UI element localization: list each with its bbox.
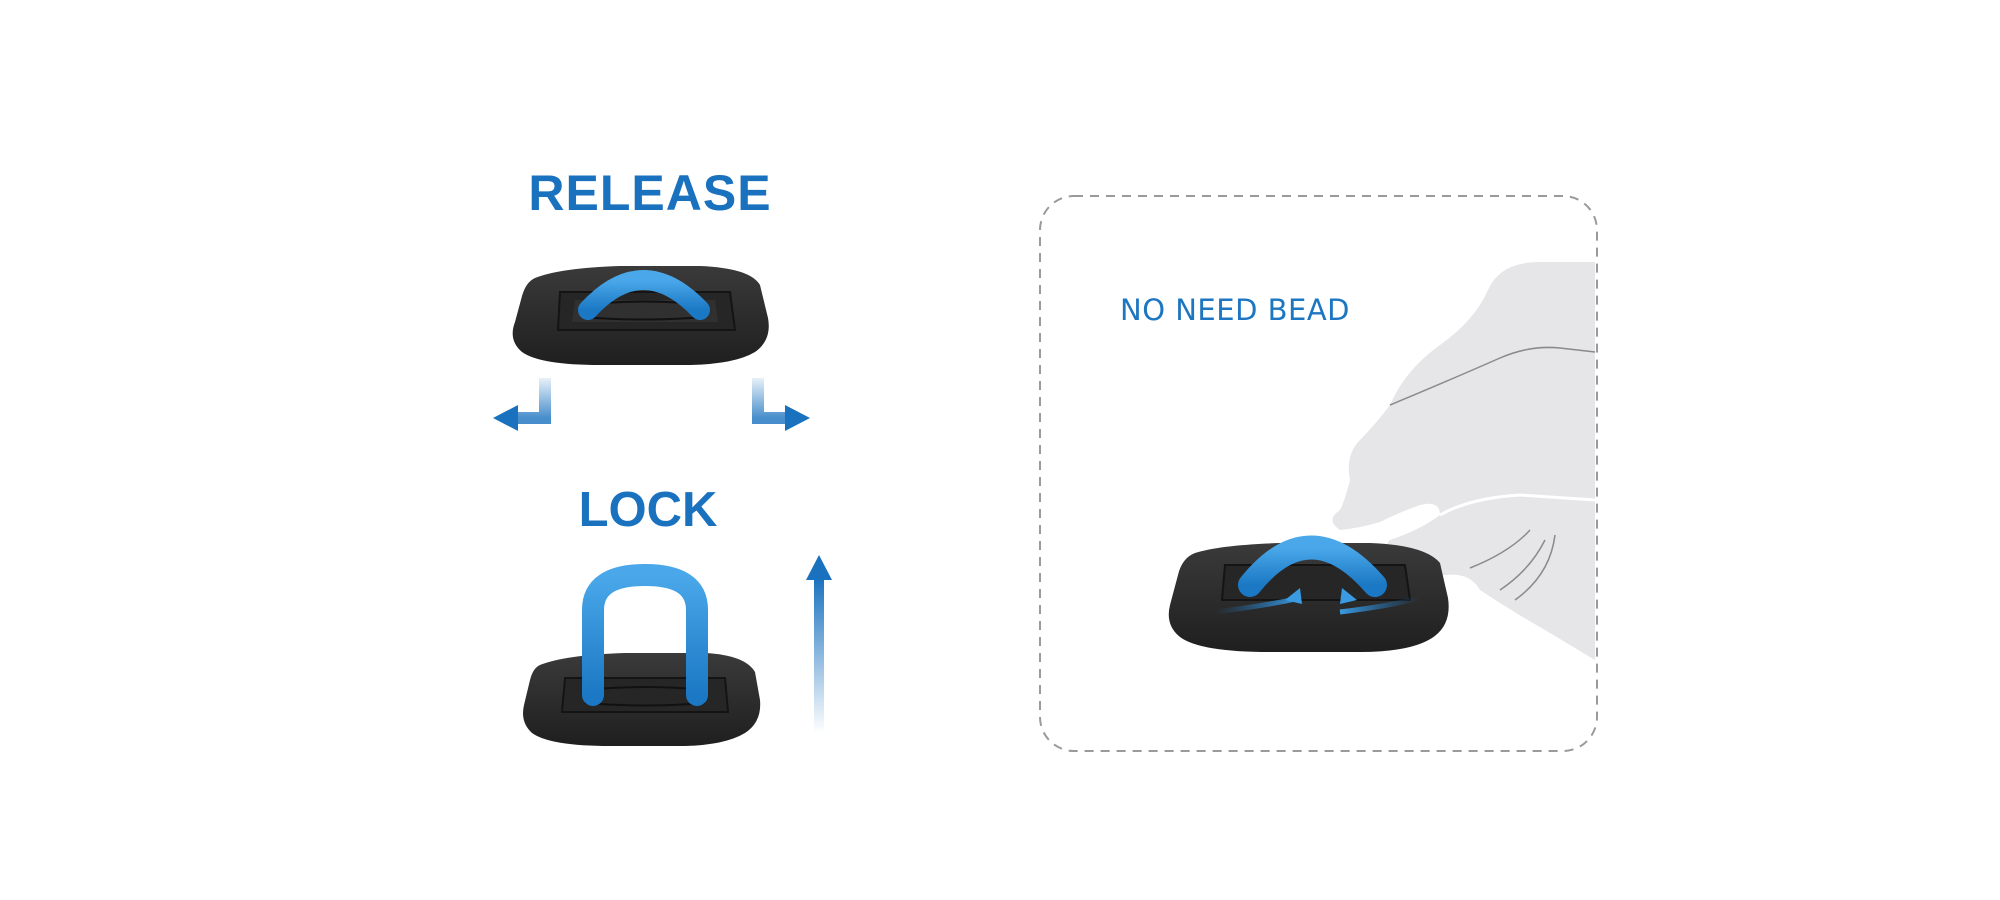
d-ring-base-locked-icon	[523, 563, 761, 746]
d-ring-base-pinch-icon	[1168, 535, 1449, 652]
no-need-bead-label: NO NEED BEAD	[1120, 293, 1351, 327]
lock-label: LOCK	[578, 483, 718, 537]
arrow-down-right-icon	[752, 378, 810, 431]
arrow-down-left-icon	[493, 378, 551, 431]
arrow-up-icon	[806, 555, 832, 733]
release-label: RELEASE	[528, 165, 772, 221]
dashed-panel	[1039, 195, 1598, 752]
d-ring-base-released-icon	[512, 266, 769, 365]
